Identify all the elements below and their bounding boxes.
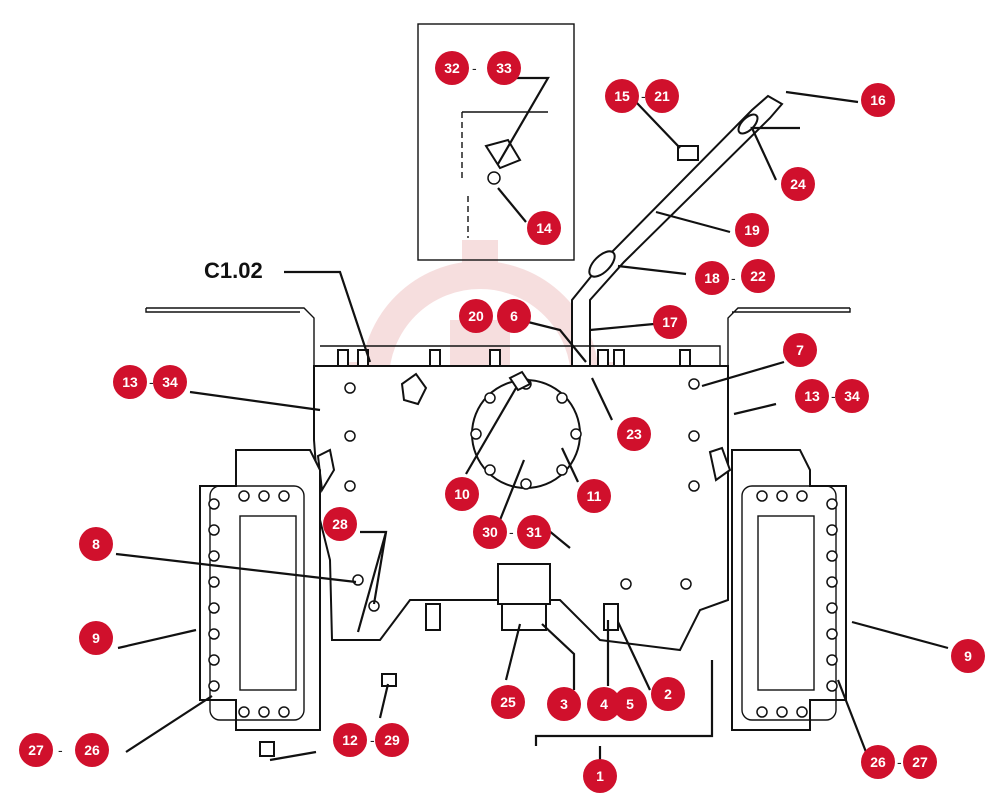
svg-text:6: 6	[510, 308, 518, 324]
svg-text:24: 24	[790, 176, 806, 192]
svg-text:11: 11	[587, 488, 602, 504]
svg-text:19: 19	[744, 222, 760, 238]
callout-10: 10	[445, 477, 479, 511]
callout-27-26-left: 27 - 26	[19, 733, 109, 767]
svg-text:15: 15	[614, 88, 630, 104]
final-drive-left	[199, 449, 397, 757]
callout-12-29: 12 - 29	[333, 723, 409, 757]
callout-18-22: 18 - 22	[695, 259, 775, 295]
svg-text:9: 9	[964, 648, 972, 664]
callout-30-31: 30 - 31	[473, 515, 551, 549]
callout-28: 28	[323, 507, 357, 541]
svg-text:32: 32	[444, 60, 460, 76]
callout-24: 24	[781, 167, 815, 201]
svg-text:23: 23	[626, 426, 642, 442]
callout-11: 11	[577, 479, 611, 513]
callout-3: 3	[547, 687, 581, 721]
callout-32-33: 32 - 33	[435, 51, 521, 85]
svg-text:2: 2	[664, 686, 672, 702]
svg-text:-: -	[897, 754, 902, 770]
svg-text:5: 5	[626, 696, 634, 712]
svg-text:10: 10	[454, 486, 470, 502]
svg-text:21: 21	[654, 88, 670, 104]
svg-text:-: -	[641, 88, 646, 104]
callout-26-27-right: 26 - 27	[861, 745, 937, 779]
svg-text:13: 13	[122, 374, 138, 390]
callout-17: 17	[653, 305, 687, 339]
callout-9-left: 9	[79, 621, 113, 655]
callout-19: 19	[735, 213, 769, 247]
callout-13-34-left: 13 - 34	[113, 365, 187, 399]
svg-text:-: -	[370, 732, 375, 748]
callout-9-right: 9	[951, 639, 985, 673]
callout-14: 14	[527, 211, 561, 245]
callout-7: 7	[783, 333, 817, 367]
svg-text:34: 34	[844, 388, 860, 404]
final-drive-right	[731, 449, 847, 731]
svg-text:33: 33	[496, 60, 512, 76]
svg-text:-: -	[149, 374, 154, 390]
right-bolts	[756, 490, 838, 718]
svg-text:26: 26	[870, 754, 886, 770]
callout-15-21: 15 - 21	[605, 79, 679, 113]
svg-text:25: 25	[500, 694, 516, 710]
left-bolts	[208, 490, 290, 718]
callout-25: 25	[491, 685, 525, 719]
svg-text:12: 12	[342, 732, 358, 748]
callout-6: 6	[497, 299, 531, 333]
svg-text:29: 29	[384, 732, 400, 748]
svg-text:30: 30	[482, 524, 498, 540]
svg-text:-: -	[831, 388, 836, 404]
svg-text:8: 8	[92, 536, 100, 552]
svg-text:1: 1	[596, 768, 604, 784]
svg-text:34: 34	[162, 374, 178, 390]
svg-text:27: 27	[912, 754, 928, 770]
callout-1: 1	[583, 759, 617, 793]
callout-16: 16	[861, 83, 895, 117]
svg-text:31: 31	[526, 524, 542, 540]
callout-23: 23	[617, 417, 651, 451]
callout-13-34-right: 13 - 34	[795, 379, 869, 413]
svg-text:4: 4	[600, 696, 608, 712]
callout-20: 20	[459, 299, 493, 333]
filler-pipe	[571, 94, 784, 369]
svg-text:-: -	[509, 524, 514, 540]
callout-5: 5	[613, 687, 647, 721]
svg-text:14: 14	[536, 220, 552, 236]
svg-text:-: -	[731, 270, 736, 286]
reference-label: C1.02	[204, 258, 263, 283]
svg-text:-: -	[472, 60, 477, 76]
svg-text:13: 13	[804, 388, 820, 404]
svg-text:27: 27	[28, 742, 44, 758]
svg-text:16: 16	[870, 92, 886, 108]
svg-text:28: 28	[332, 516, 348, 532]
svg-text:3: 3	[560, 696, 568, 712]
svg-text:22: 22	[750, 268, 766, 284]
callout-4: 4	[587, 687, 621, 721]
svg-text:26: 26	[84, 742, 100, 758]
svg-text:-: -	[58, 742, 63, 758]
leader-lines	[115, 76, 949, 762]
svg-text:7: 7	[796, 342, 804, 358]
callout-2: 2	[651, 677, 685, 711]
svg-text:9: 9	[92, 630, 100, 646]
svg-text:18: 18	[704, 270, 720, 286]
svg-text:17: 17	[662, 314, 678, 330]
callout-8: 8	[79, 527, 113, 561]
svg-text:20: 20	[468, 308, 484, 324]
